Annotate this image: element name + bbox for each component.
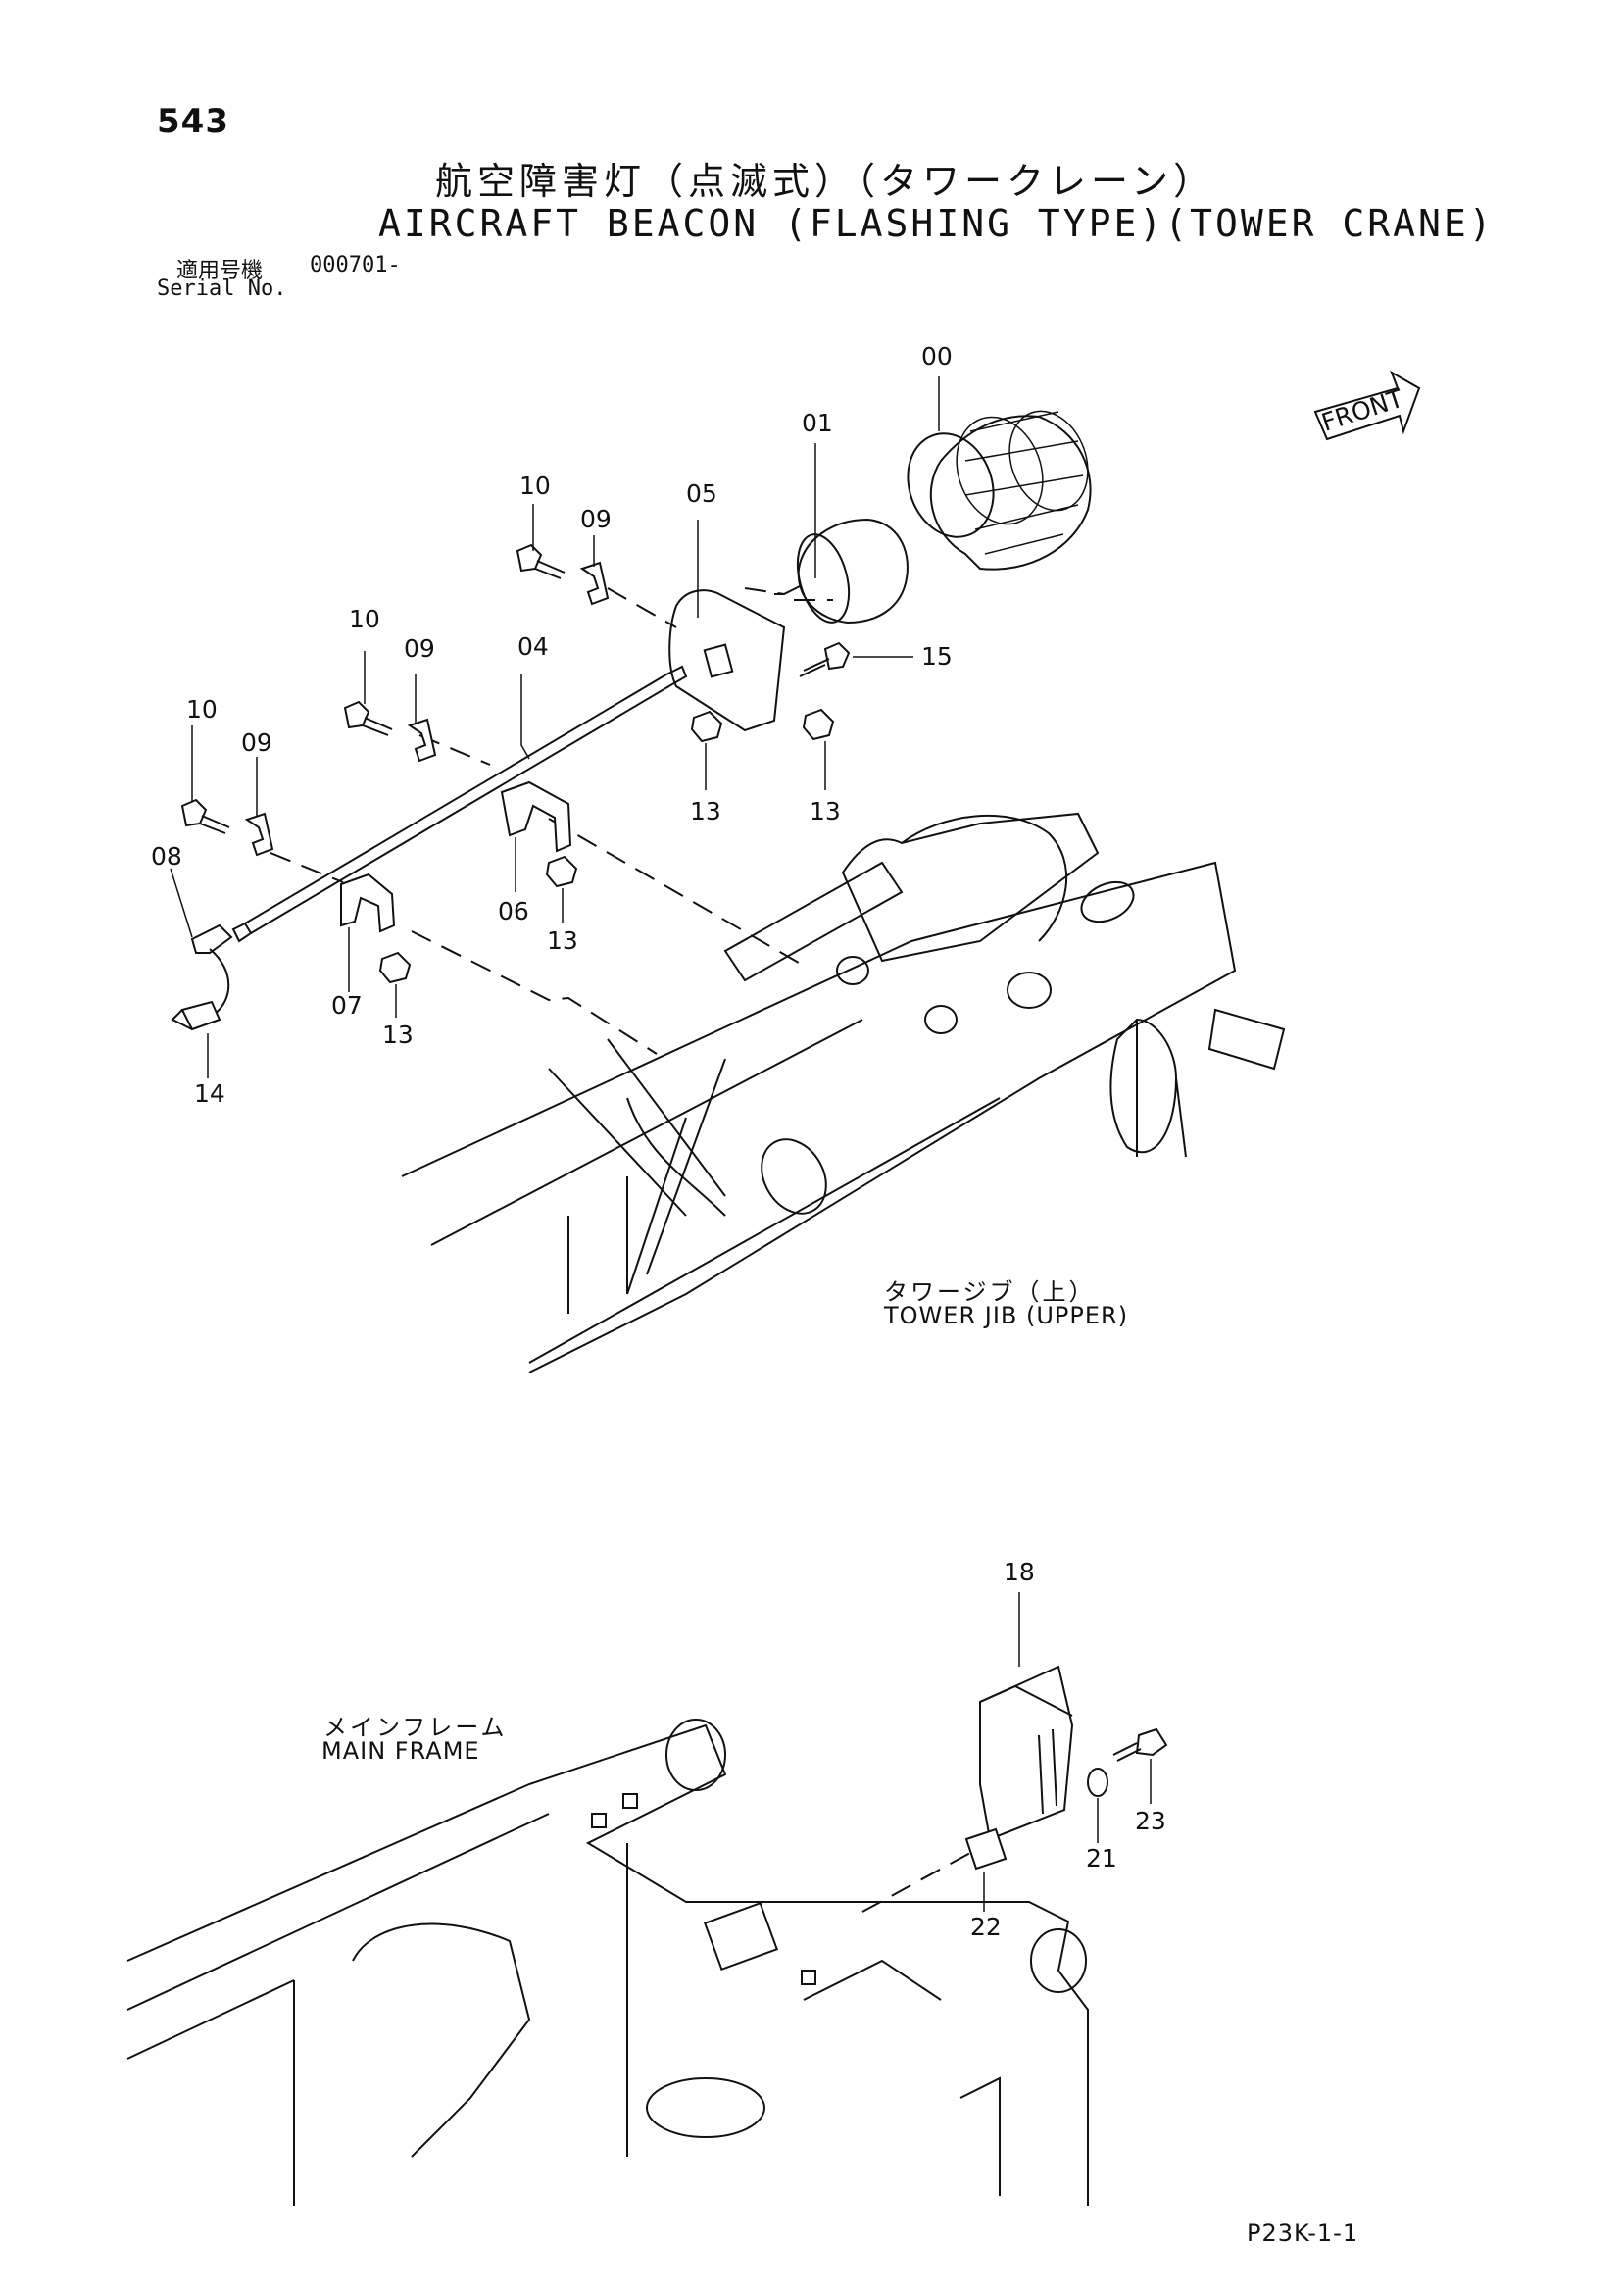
part-07-bracket [340, 873, 396, 933]
callout-23: 23 [1135, 1807, 1166, 1835]
part-15-bolt [799, 641, 851, 677]
callout-04: 04 [517, 632, 549, 661]
callout-05: 05 [686, 479, 717, 508]
callout-06: 06 [498, 897, 529, 925]
page-code: P23K-1-1 [1247, 2220, 1359, 2247]
part-04-cable-rod [231, 665, 688, 943]
part-21-washer [1087, 1768, 1108, 1797]
callout-18: 18 [1004, 1558, 1035, 1586]
main-frame-drawing [126, 1719, 1089, 2206]
part-09-clip-upper [579, 561, 610, 606]
page-number: 543 [157, 102, 229, 141]
tower-jib-label-english: TOWER JIB (UPPER) [884, 1302, 1129, 1329]
part-13-nut-a [690, 710, 723, 743]
serial-label-japanese: 適用号機 [176, 259, 264, 283]
callout-15: 15 [921, 642, 953, 671]
part-08-connector [190, 923, 233, 1016]
callout-22: 22 [970, 1913, 1002, 1941]
part-18-relay-box [979, 1665, 1074, 1841]
callout-10-middle: 10 [349, 605, 380, 633]
callout-08: 08 [151, 842, 182, 871]
part-23-screw [1112, 1727, 1168, 1762]
serial-number-value: 000701- [310, 253, 401, 277]
part-01-lamp [774, 518, 909, 624]
main-frame-label-english: MAIN FRAME [321, 1737, 480, 1765]
callout-09-lower: 09 [241, 728, 272, 757]
serial-label-english: Serial No. [157, 276, 287, 301]
callout-21: 21 [1086, 1844, 1117, 1872]
part-13-nut-d [378, 951, 412, 984]
part-10-bolt-lower [180, 798, 230, 834]
title-japanese: 航空障害灯（点滅式）（タワークレーン） [435, 160, 1216, 203]
callout-13-d: 13 [382, 1021, 414, 1049]
callout-01: 01 [802, 409, 833, 437]
callout-09-upper: 09 [580, 505, 612, 533]
callout-14: 14 [194, 1079, 225, 1108]
front-direction-arrow: FRONT [1313, 370, 1421, 441]
callout-13-b: 13 [810, 797, 841, 825]
part-13-nut-b [802, 708, 835, 741]
callout-09-middle: 09 [404, 634, 435, 663]
callout-13-a: 13 [690, 797, 721, 825]
callout-13-c: 13 [547, 926, 578, 955]
part-22-spacer [964, 1827, 1008, 1871]
part-14-plug [171, 1000, 221, 1031]
tower-jib-label-japanese: タワージブ（上） [884, 1278, 1096, 1306]
title-english: AIRCRAFT BEACON (FLASHING TYPE)(TOWER CR… [378, 202, 1495, 245]
callout-00: 00 [921, 342, 953, 371]
leader-lines [170, 376, 1152, 1912]
part-05-mounting-plate [668, 589, 786, 732]
part-06-bracket [500, 780, 572, 853]
main-frame-label-japanese: メインフレーム [323, 1714, 508, 1741]
callout-10-upper: 10 [519, 472, 551, 500]
tower-jib-upper-drawing [401, 812, 1286, 1373]
callout-07: 07 [331, 991, 363, 1020]
part-09-clip-lower [244, 812, 274, 857]
front-arrow-label: FRONT [1318, 384, 1407, 437]
part-13-nut-c [545, 855, 578, 888]
part-10-bolt-middle [343, 700, 393, 736]
part-00-beacon-guard [907, 410, 1092, 571]
part-10-bolt-upper [516, 543, 566, 579]
part-09-clip-middle [407, 718, 437, 763]
callout-10-lower: 10 [186, 695, 218, 724]
